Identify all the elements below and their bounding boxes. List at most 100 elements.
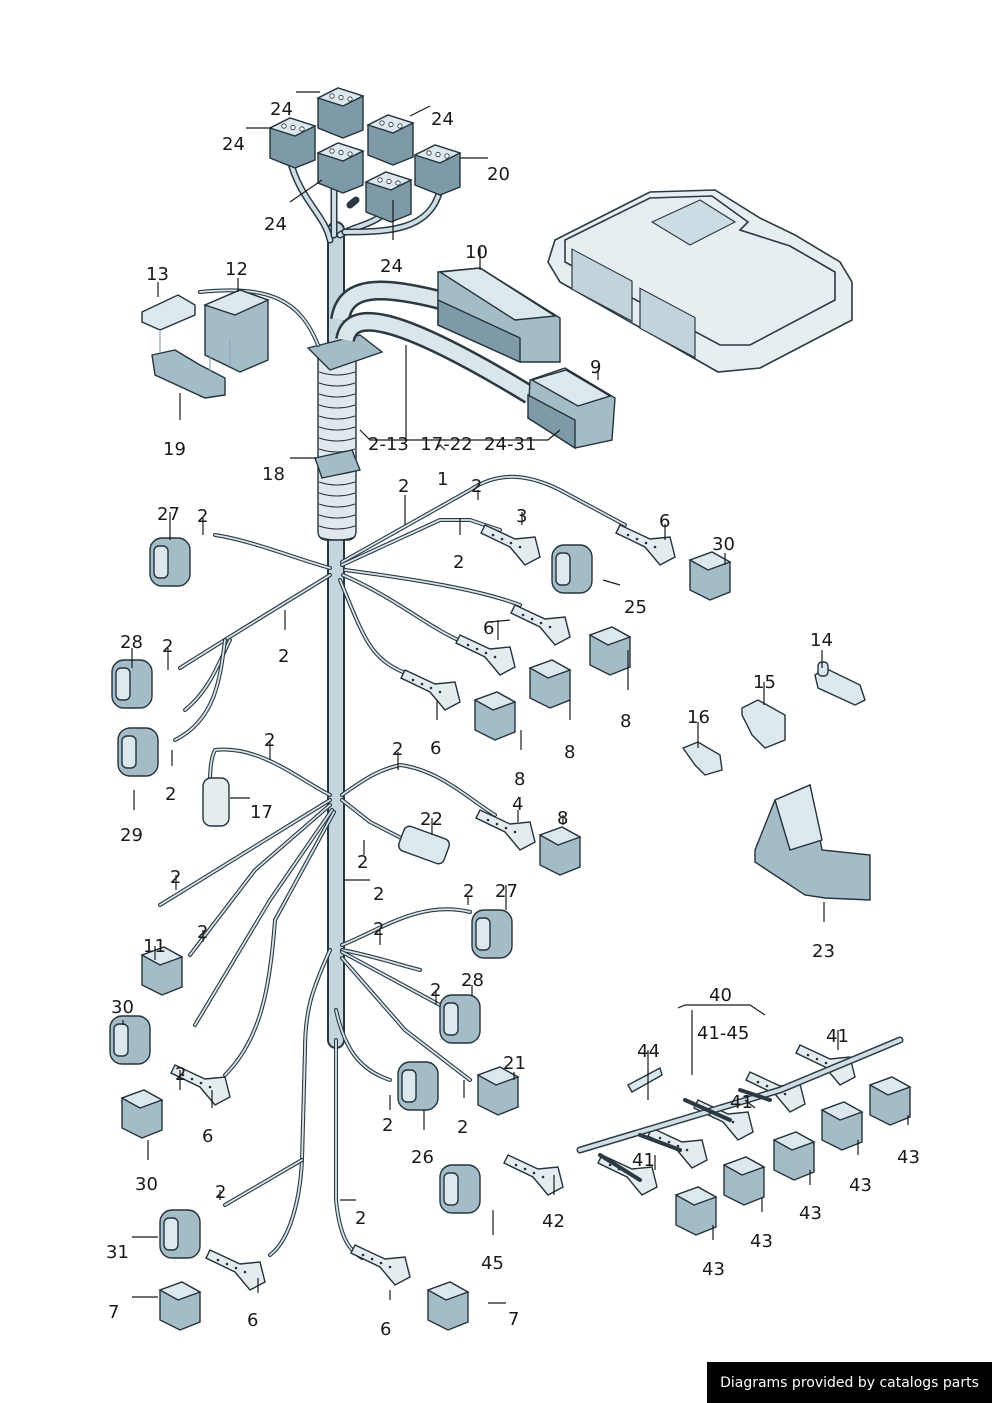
callout-2: 2 [355, 1208, 366, 1229]
callout-2: 2 [373, 919, 384, 940]
callout-18: 18 [262, 464, 285, 485]
callout-23: 23 [812, 941, 835, 962]
sleeve-rib [318, 393, 356, 398]
connector-27 [471, 909, 513, 959]
callout-6: 6 [380, 1319, 391, 1340]
callout-27: 27 [157, 504, 180, 525]
callout-2: 2 [170, 867, 181, 888]
callout-43: 43 [750, 1231, 773, 1252]
callout-7: 7 [508, 1309, 519, 1330]
connector-28 [111, 659, 153, 709]
callout-45: 45 [481, 1253, 504, 1274]
callout-29: 29 [120, 825, 143, 846]
connector-43 [772, 1131, 816, 1181]
connector-43 [674, 1186, 718, 1236]
callout-20: 20 [487, 164, 510, 185]
connector-28 [439, 994, 481, 1044]
callout-41: 41 [826, 1026, 849, 1047]
callout-2: 2 [382, 1115, 393, 1136]
callout-14: 14 [810, 630, 833, 651]
callout-2: 2 [165, 784, 176, 805]
callout-9: 9 [590, 357, 601, 378]
sleeve-42 [503, 1154, 564, 1196]
connector-30 [688, 551, 732, 601]
callout-8: 8 [514, 769, 525, 790]
bracket-23 [754, 784, 871, 901]
relay-24 [268, 117, 317, 169]
connector-30 [120, 1089, 164, 1139]
connector-27 [149, 537, 191, 587]
sleeve-rib [318, 426, 356, 431]
sleeve-rib [318, 525, 356, 530]
callout-range: 2-13 17-22 24-31 [368, 434, 536, 455]
callout-27: 27 [495, 881, 518, 902]
callout-2: 2 [471, 476, 482, 497]
connector-8 [473, 691, 517, 741]
callout-43: 43 [849, 1175, 872, 1196]
relay-24 [316, 142, 365, 194]
sleeve-rib [318, 503, 356, 508]
callout-2: 2 [430, 980, 441, 1001]
wire [340, 763, 497, 817]
callout-42: 42 [542, 1211, 565, 1232]
callout-3: 3 [516, 506, 527, 527]
callout-24: 24 [270, 99, 293, 120]
connector-25 [551, 544, 593, 594]
callout-15: 15 [753, 672, 776, 693]
connector-43 [820, 1101, 864, 1151]
callout-2: 2 [398, 476, 409, 497]
connector-10 [437, 267, 561, 364]
bracket-15 [741, 699, 786, 749]
callout-30: 30 [135, 1174, 158, 1195]
callout-2: 2 [463, 881, 474, 902]
callout-2: 2 [162, 636, 173, 657]
sleeve-rib [318, 382, 356, 387]
sensor-17 [202, 777, 230, 827]
callout-8: 8 [564, 742, 575, 763]
connector-parts [109, 524, 912, 1331]
sleeve-41 [795, 1044, 856, 1086]
callout-43: 43 [799, 1203, 822, 1224]
relay-24 [366, 114, 415, 166]
callout-8: 8 [557, 808, 568, 829]
relay-cluster [268, 87, 462, 223]
connector-7 [426, 1281, 470, 1331]
callout-2: 2 [457, 1117, 468, 1138]
connector-21 [476, 1066, 520, 1116]
corrugated-sleeve [306, 334, 384, 541]
callout-21: 21 [503, 1053, 526, 1074]
sleeve-rib [318, 492, 356, 497]
sensor-22 [397, 825, 451, 865]
callout-17: 17 [250, 802, 273, 823]
callout-6: 6 [202, 1126, 213, 1147]
callout-28: 28 [120, 632, 143, 653]
callout-2: 2 [197, 506, 208, 527]
callout-19: 19 [163, 439, 186, 460]
connector-30 [109, 1015, 151, 1065]
callout-22: 22 [420, 809, 443, 830]
callout-2: 2 [264, 730, 275, 751]
callout-2: 2 [278, 646, 289, 667]
callout-6: 6 [659, 511, 670, 532]
relay-12 [203, 289, 270, 373]
connector-8 [538, 826, 582, 876]
wire [340, 907, 472, 947]
connector-43 [722, 1156, 766, 1206]
connector-31 [159, 1209, 201, 1259]
relay-24 [413, 144, 462, 196]
callout-24: 24 [222, 134, 245, 155]
callout-leaders [122, 91, 909, 1304]
sleeve-3 [480, 524, 541, 566]
callout-2: 2 [392, 739, 403, 760]
relay-24 [364, 171, 413, 223]
control-unit-housing [547, 189, 853, 373]
callout-2: 2 [357, 852, 368, 873]
credit-text: Diagrams provided by catalogs parts [720, 1374, 979, 1391]
callout-43: 43 [897, 1147, 920, 1168]
callout-6: 6 [483, 618, 494, 639]
callout-10: 10 [465, 242, 488, 263]
callout-7: 7 [108, 1302, 119, 1323]
callout-41: 41 [632, 1150, 655, 1171]
sleeve-rib [318, 404, 356, 409]
